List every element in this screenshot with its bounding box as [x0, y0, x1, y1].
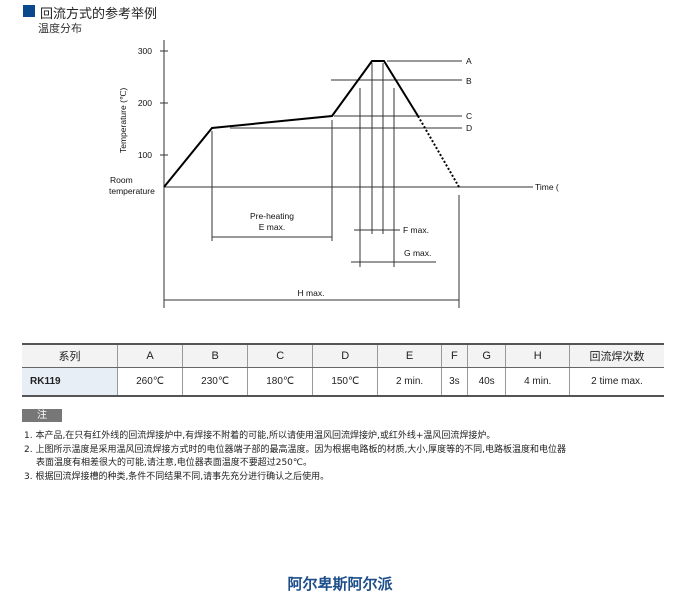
- preheating-label: Pre-heating: [250, 211, 294, 221]
- header-f: F: [440, 343, 468, 368]
- header-a: A: [116, 343, 183, 368]
- y-tick-300: 300: [138, 46, 152, 56]
- note-item: 1. 本产品,在只有红外线的回流焊接炉中,有焊接不附着的可能,所以请使用温风回流…: [24, 431, 496, 441]
- y-axis-label: Temperature (℃): [118, 88, 128, 153]
- header-c: C: [247, 343, 313, 368]
- time-axis-label: Time (: [535, 182, 559, 192]
- header-e: E: [377, 343, 442, 368]
- cell-b: 230℃: [182, 367, 248, 397]
- reflow-conditions-table: 系列 A B C D E F G H 回流焊次数 RK119 260℃ 230℃…: [22, 343, 664, 397]
- level-b-label: B: [466, 76, 472, 86]
- section-marker: [23, 5, 35, 17]
- brand-footer: 阿尔卑斯阿尔派: [287, 575, 393, 593]
- cell-f: 3s: [440, 367, 468, 397]
- subsection-title: 温度分布: [38, 22, 82, 35]
- note-item: 2. 上图所示温度是采用温风回流焊接方式时的电位器端子部的最高温度。因为根据电路…: [24, 445, 567, 455]
- g-max-label: G max.: [404, 248, 431, 258]
- h-max-label: H max.: [298, 288, 325, 298]
- note-item: 表面温度有相差很大的可能,请注意,电位器表面温度不要超过250℃。: [36, 458, 313, 468]
- header-h: H: [505, 343, 570, 368]
- level-c-label: C: [466, 111, 472, 121]
- cell-series: RK119: [22, 367, 118, 397]
- note-tag: 注: [22, 409, 62, 422]
- header-d: D: [312, 343, 378, 368]
- cell-d: 150℃: [312, 367, 378, 397]
- e-max-label: E max.: [259, 222, 285, 232]
- reflow-profile-diagram: 300 200 100 Temperature (℃) Room tempera…: [109, 40, 559, 308]
- header-reflow-count: 回流焊次数: [569, 343, 664, 368]
- level-d-label: D: [466, 123, 472, 133]
- header-series: 系列: [22, 343, 118, 368]
- note-item: 3. 根据回流焊接槽的种类,条件不同结果不同,请事先充分进行确认之后使用。: [24, 472, 330, 482]
- y-tick-200: 200: [138, 98, 152, 108]
- temperature-profile-curve: [163, 60, 419, 188]
- f-max-label: F max.: [403, 225, 429, 235]
- header-g: G: [466, 343, 506, 368]
- header-b: B: [182, 343, 248, 368]
- room-label: Room: [110, 175, 133, 185]
- cell-g: 40s: [466, 367, 506, 397]
- cell-h: 4 min.: [505, 367, 570, 397]
- table-header-row: 系列 A B C D E F G H 回流焊次数: [22, 343, 664, 368]
- cell-reflow-count: 2 time max.: [569, 367, 664, 397]
- cooling-dotted-line: [417, 115, 460, 188]
- cell-a: 260℃: [116, 367, 183, 397]
- cell-c: 180℃: [247, 367, 313, 397]
- room-temperature-label: temperature: [109, 186, 155, 196]
- section-title: 回流方式的参考举例: [40, 7, 158, 22]
- level-a-label: A: [466, 56, 472, 66]
- y-tick-100: 100: [138, 150, 152, 160]
- cell-e: 2 min.: [377, 367, 442, 397]
- table-row: RK119 260℃ 230℃ 180℃ 150℃ 2 min. 3s 40s …: [22, 367, 664, 397]
